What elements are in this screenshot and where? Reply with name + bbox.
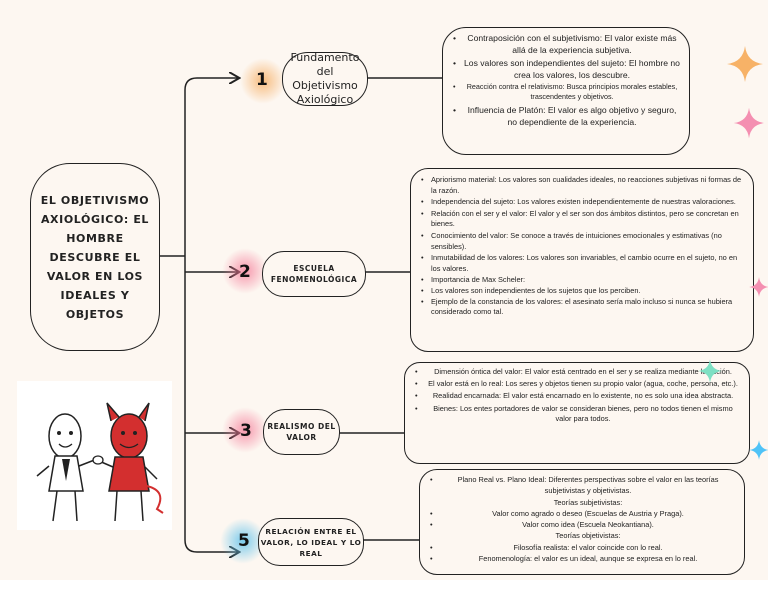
main-title: EL OBJETIVISMO AXIOLÓGICO: EL HOMBRE DES… (31, 191, 159, 324)
detail-box-5: Plano Real vs. Plano Ideal: Diferentes p… (419, 469, 745, 575)
detail-box-1: Contraposición con el subjetivismo: El v… (442, 27, 690, 155)
detail-item: Teorías objetivistas: (428, 530, 736, 541)
sparkle-icon (732, 106, 766, 140)
detail-item: Valor como idea (Escuela Neokantiana). (428, 519, 736, 530)
sparkle-icon (748, 272, 768, 302)
detail-item: El valor está en lo real: Los seres y ob… (413, 379, 741, 389)
detail-item: Apriorismo material: Los valores son cua… (419, 175, 745, 196)
detail-item: Bienes: Los entes portadores de valor se… (413, 404, 741, 424)
devil-head (111, 414, 147, 458)
detail-item: Fenomenología: el valor es un ideal, aun… (428, 553, 736, 564)
detail-item: Realidad encarnada: El valor está encarn… (413, 391, 741, 401)
detail-item: Valor como agrado o deseo (Escuelas de A… (428, 508, 736, 519)
detail-item: Ejemplo de la constancia de los valores:… (419, 297, 745, 318)
sparkle-icon (725, 44, 765, 84)
detail-item: Influencia de Platón: El valor es algo o… (451, 104, 681, 128)
main-topic-box: EL OBJETIVISMO AXIOLÓGICO: EL HOMBRE DES… (30, 163, 160, 351)
detail-item: Reacción contra el relativismo: Busca pr… (451, 82, 681, 102)
handshake-illustration (17, 381, 172, 530)
human-head (49, 414, 81, 458)
detail-item: Inmutabilidad de los valores: Los valore… (419, 253, 745, 274)
detail-item: Conocimiento del valor: Se conoce a trav… (419, 231, 745, 252)
branch-number-1: 1 (256, 70, 268, 90)
detail-item: Teorías subjetivistas: (428, 497, 736, 508)
detail-item: Dimensión óntica del valor: El valor est… (413, 367, 741, 377)
branch-number-2: 2 (239, 262, 251, 282)
detail-item: Independencia del sujeto: Los valores ex… (419, 197, 745, 208)
detail-item: Los valores son independientes de los su… (419, 286, 745, 297)
branch-number-5: 5 (238, 531, 250, 551)
branch-number-3: 3 (240, 421, 252, 441)
branch-label-3: REALISMO DEL VALOR (263, 409, 340, 455)
detail-item: Contraposición con el subjetivismo: El v… (451, 32, 681, 56)
detail-item: Los valores son independientes del sujet… (451, 57, 681, 81)
branch-label-1: Fundamento del Objetivismo Axiológico (282, 52, 368, 106)
sparkle-icon (697, 353, 723, 389)
branch-label-5: RELACIÓN ENTRE EL VALOR, LO IDEAL Y LO R… (258, 518, 364, 566)
vertical-spine (185, 90, 238, 552)
detail-item: Relación con el ser y el valor: El valor… (419, 209, 745, 230)
branch-label-2: ESCUELA FENOMENOLÓGICA (262, 251, 366, 297)
bottom-strip (0, 580, 768, 594)
sparkle-icon (748, 430, 768, 470)
arrow-branch-1 (185, 78, 238, 90)
detail-item: Importancia de Max Scheler: (419, 275, 745, 286)
detail-item: Plano Real vs. Plano Ideal: Diferentes p… (428, 474, 736, 497)
detail-item: Filosofía realista: el valor coincide co… (428, 542, 736, 553)
detail-box-2: Apriorismo material: Los valores son cua… (410, 168, 754, 352)
